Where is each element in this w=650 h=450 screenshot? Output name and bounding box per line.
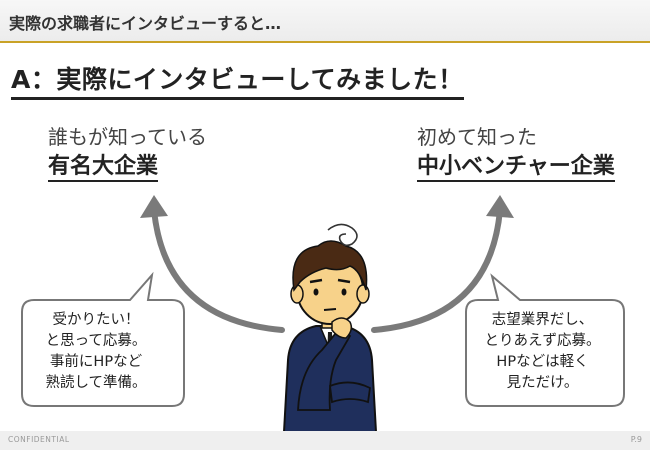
hair-icon xyxy=(292,240,368,292)
thinking-person-illustration xyxy=(282,223,378,432)
right-sub-label: 初めて知った xyxy=(417,125,537,149)
right-arrow xyxy=(371,207,503,333)
left-bubble-line: 事前にHPなど xyxy=(49,354,143,370)
right-bubble-line: 志望業界だし、 xyxy=(491,312,594,328)
right-main-label: 中小ベンチャー企業 xyxy=(417,154,615,182)
left-label-group: 誰もが知っている 有名大企業 xyxy=(48,121,238,182)
left-bubble-line: と思って応募。 xyxy=(45,333,147,349)
confidential-label: CONFIDENTIAL xyxy=(8,435,70,444)
slide-header: 実際の求職者にインタビューすると… xyxy=(0,0,650,43)
slide-headline: A：実際にインタビューしてみました！ xyxy=(11,60,464,100)
right-arrowhead-icon xyxy=(486,195,514,218)
left-arrow xyxy=(151,207,285,333)
slide-footer: CONFIDENTIAL P.9 xyxy=(0,431,650,450)
left-bubble-line: 熟読して準備。 xyxy=(45,375,147,391)
right-bubble-text: 志望業界だし、 とりあえず応募。 HPなどは軽く 見ただけ。 xyxy=(470,310,615,394)
left-sub-label: 誰もが知っている xyxy=(48,125,207,149)
right-bubble-line: とりあえず応募。 xyxy=(484,333,601,349)
left-bubble-line: 受かりたい！ xyxy=(52,312,140,328)
confusion-swirl-icon xyxy=(327,223,358,247)
right-bubble-line: 見ただけ。 xyxy=(506,375,579,391)
left-speech-bubble xyxy=(21,271,185,407)
right-speech-bubble xyxy=(465,273,625,407)
header-title: 実際の求職者にインタビューすると… xyxy=(9,14,282,33)
left-main-label: 有名大企業 xyxy=(48,154,159,182)
right-label-group: 初めて知った 中小ベンチャー企業 xyxy=(417,121,647,182)
page-number: P.9 xyxy=(630,435,642,444)
right-bubble-line: HPなどは軽く xyxy=(496,354,589,370)
left-arrowhead-icon xyxy=(140,195,168,218)
left-bubble-text: 受かりたい！ と思って応募。 事前にHPなど 熟読して準備。 xyxy=(26,310,166,394)
